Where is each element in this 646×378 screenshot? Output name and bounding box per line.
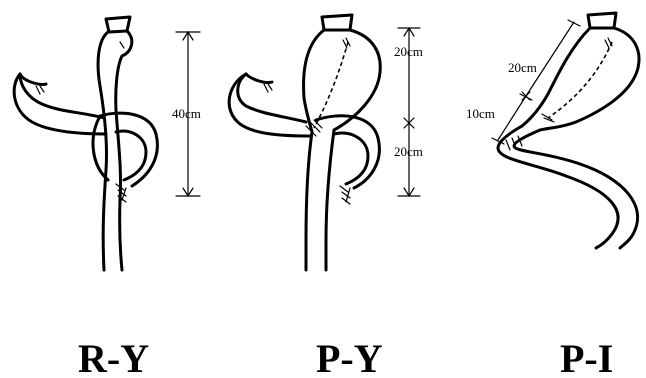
py-limb-outer — [306, 132, 312, 270]
ry-afferent-outer — [20, 74, 104, 118]
py-blind-end — [246, 74, 272, 83]
pi-pouch-staple-line — [548, 42, 612, 118]
ry-limb-inner — [116, 32, 132, 270]
py-measure-label-upper: 20cm — [394, 44, 423, 59]
ry-blind-end — [20, 74, 46, 85]
ry-limb-outer — [98, 32, 108, 270]
py-pouch-left — [304, 30, 324, 132]
ry-afferent-inner — [14, 74, 106, 134]
ry-ring-outer — [100, 113, 157, 186]
pi-pouch-left — [522, 28, 590, 126]
panel-py: 20cm 20cm P-Y — [229, 15, 423, 378]
py-ring-inner — [334, 133, 368, 184]
pi-pouch-anastomosis-stitch — [542, 114, 554, 122]
py-blind-end-stitch — [264, 84, 272, 92]
pi-caption: P-I — [560, 336, 613, 378]
ry-caption: R-Y — [78, 336, 149, 378]
py-esophagus-stump — [322, 15, 352, 30]
py-pouch-top-stitch — [343, 38, 350, 48]
ry-blind-end-stitch — [36, 86, 44, 94]
pi-measure-label-lower: 10cm — [466, 106, 495, 121]
pi-pouch-top-stitch — [605, 38, 612, 48]
py-caption: P-Y — [316, 336, 383, 378]
py-limb-inner — [326, 130, 334, 270]
py-drawing — [229, 15, 380, 270]
pi-drawing — [498, 13, 639, 248]
ry-top-anastomosis — [120, 42, 124, 48]
pi-measure-label-upper: 20cm — [508, 60, 537, 75]
py-ring-outer — [316, 116, 379, 188]
panel-pi: 20cm 10cm P-I — [466, 13, 639, 378]
ry-drawing — [14, 17, 157, 270]
pi-limb-inner — [514, 130, 638, 248]
py-measurement: 20cm 20cm — [394, 28, 423, 196]
pi-esophagus-stump — [588, 13, 616, 28]
py-measure-label-lower: 20cm — [394, 144, 423, 159]
ry-measurement: 40cm — [172, 32, 201, 196]
panel-ry: 40cm R-Y — [14, 17, 201, 378]
ry-esophagus-stump — [106, 17, 130, 32]
ry-measure-label-40cm: 40cm — [172, 106, 201, 121]
